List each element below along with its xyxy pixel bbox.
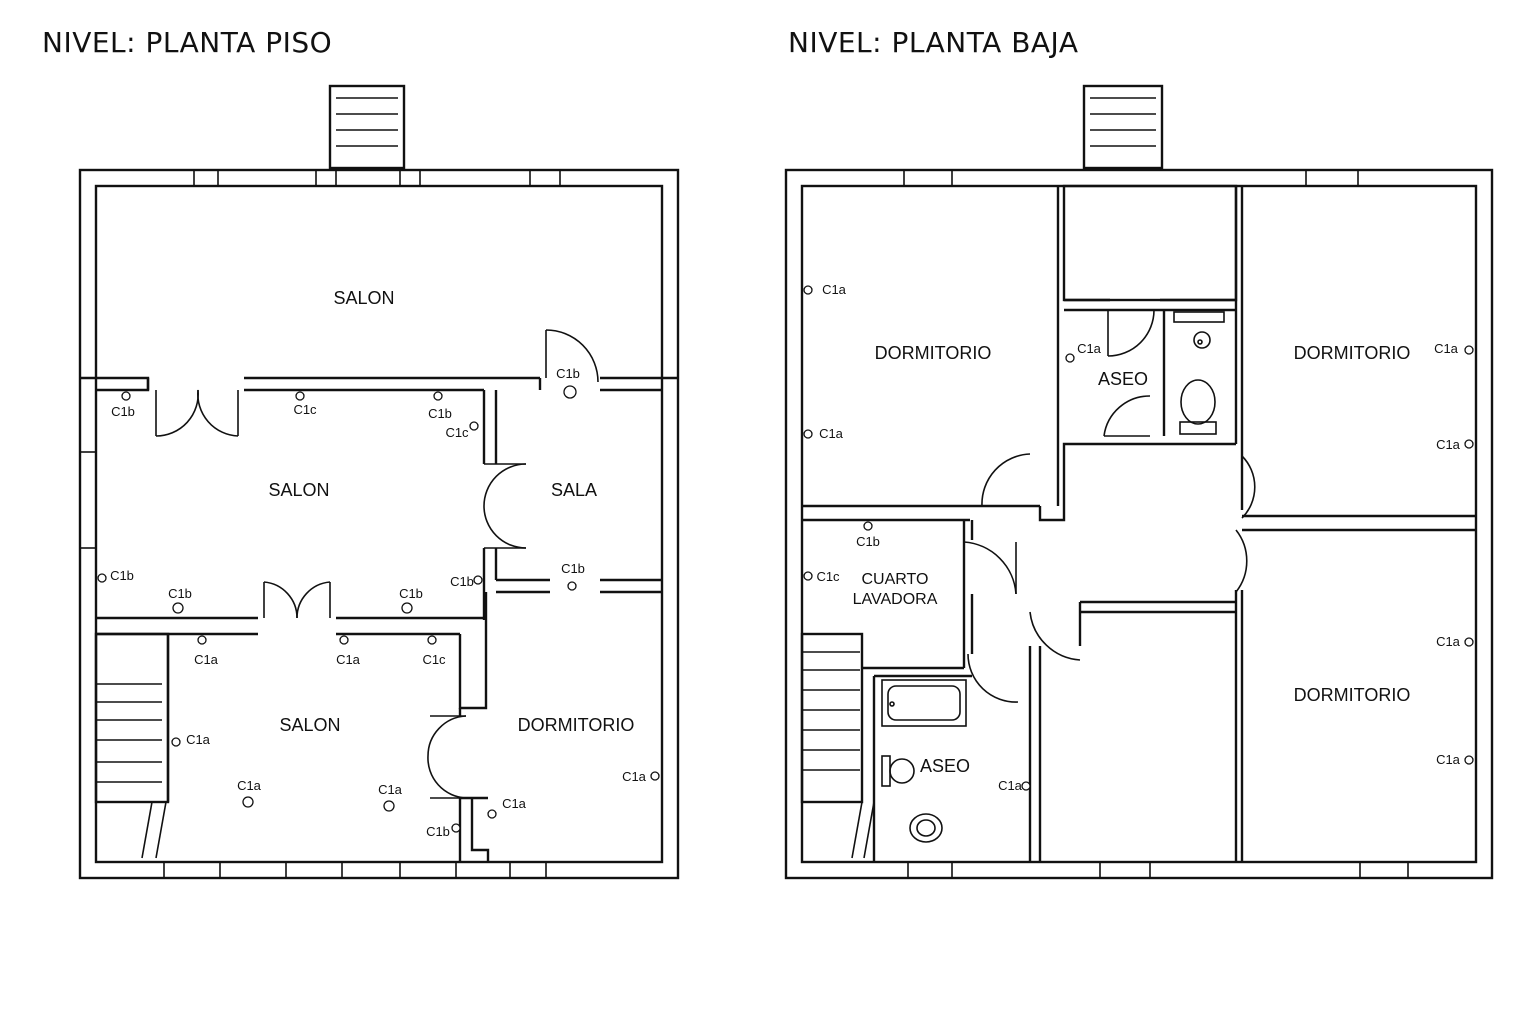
circuit-tag: C1a (1077, 341, 1102, 356)
room-label-lavadora: LAVADORA (853, 591, 938, 608)
outlet-icon (401, 602, 413, 614)
outlet-icon (339, 635, 349, 645)
outlet-icon (803, 429, 813, 439)
circuit-tag: C1b (556, 366, 580, 381)
circuit-tag: C1b (856, 534, 880, 549)
outlet-icon (1065, 353, 1075, 363)
left-plan: SALON SALON SALA SALON DORMITORIO C1b C1… (78, 84, 680, 880)
room-label-salon-middle: SALON (268, 480, 329, 500)
outlet-icon (1021, 781, 1031, 791)
circuit-tag: C1b (426, 824, 450, 839)
circuit-tag: C1c (816, 569, 840, 584)
room-label-dormitorio-top-right: DORMITORIO (1294, 343, 1411, 363)
circuit-tag: C1a (336, 652, 361, 667)
outlet-icon (121, 391, 131, 401)
circuit-tag: C1b (111, 404, 135, 419)
circuit-tag: C1a (1436, 634, 1461, 649)
circuit-tag: C1b (450, 574, 474, 589)
circuit-tag: C1a (378, 782, 403, 797)
circuit-tag: C1b (561, 561, 585, 576)
outlet-icon (803, 285, 813, 295)
outlet-icon (803, 571, 813, 581)
circuit-tag: C1a (998, 778, 1023, 793)
circuit-tag: C1a (237, 778, 262, 793)
light-point-icon (563, 385, 577, 399)
outlet-icon (172, 602, 184, 614)
light-point-icon (242, 796, 254, 808)
room-label-salon-bottom: SALON (279, 715, 340, 735)
room-label-aseo-bottom: ASEO (920, 756, 970, 776)
circuit-tag: C1a (1436, 752, 1461, 767)
outlet-icon (171, 737, 181, 747)
outlet-icon (433, 391, 443, 401)
room-label-dormitorio-left: DORMITORIO (518, 715, 635, 735)
level-title-planta-piso: NIVEL: PLANTA PISO (42, 26, 333, 59)
outlet-icon (97, 573, 107, 583)
outlet-icon (487, 809, 497, 819)
outlet-icon (1464, 755, 1474, 765)
level-title-planta-baja: NIVEL: PLANTA BAJA (788, 26, 1079, 59)
outlet-icon (295, 391, 305, 401)
room-label-aseo-top: ASEO (1098, 369, 1148, 389)
circuit-tag: C1a (1434, 341, 1459, 356)
outlet-icon (197, 635, 207, 645)
outlet-icon (1464, 439, 1474, 449)
outer-wall-right (784, 168, 1494, 880)
circuit-tag: C1a (822, 282, 847, 297)
circuit-tag: C1a (819, 426, 844, 441)
circuit-tag: C1a (186, 732, 211, 747)
outlet-icon (451, 823, 461, 833)
circuit-tag: C1a (194, 652, 219, 667)
circuit-tag: C1a (502, 796, 527, 811)
outlet-icon (650, 771, 660, 781)
room-label-dormitorio-top-left: DORMITORIO (875, 343, 992, 363)
circuit-tag: C1a (622, 769, 647, 784)
outlet-icon (473, 575, 483, 585)
room-label-sala: SALA (551, 480, 597, 500)
circuit-tag: C1a (1436, 437, 1461, 452)
circuit-tag: C1c (293, 402, 317, 417)
outlet-icon (427, 635, 437, 645)
circuit-tag: C1b (428, 406, 452, 421)
right-plan: DORMITORIO ASEO DORMITORIO CUARTO LAVADO… (784, 84, 1494, 880)
outlet-icon (1464, 637, 1474, 647)
circuit-tag: C1c (445, 425, 469, 440)
outlet-icon (469, 421, 479, 431)
top-stair-right (1082, 84, 1164, 170)
circuit-tag: C1b (168, 586, 192, 601)
top-stair-left (328, 84, 406, 170)
outlet-icon (567, 581, 577, 591)
light-point-icon (383, 800, 395, 812)
circuit-tag: C1b (399, 586, 423, 601)
circuit-tag: C1b (110, 568, 134, 583)
circuit-tag: C1c (422, 652, 446, 667)
room-label-salon-top: SALON (333, 288, 394, 308)
outlet-icon (863, 521, 873, 531)
outlet-icon (1464, 345, 1474, 355)
room-label-dormitorio-bottom-right: DORMITORIO (1294, 685, 1411, 705)
room-label-cuarto: CUARTO (862, 571, 929, 588)
outer-wall-left (78, 168, 680, 880)
